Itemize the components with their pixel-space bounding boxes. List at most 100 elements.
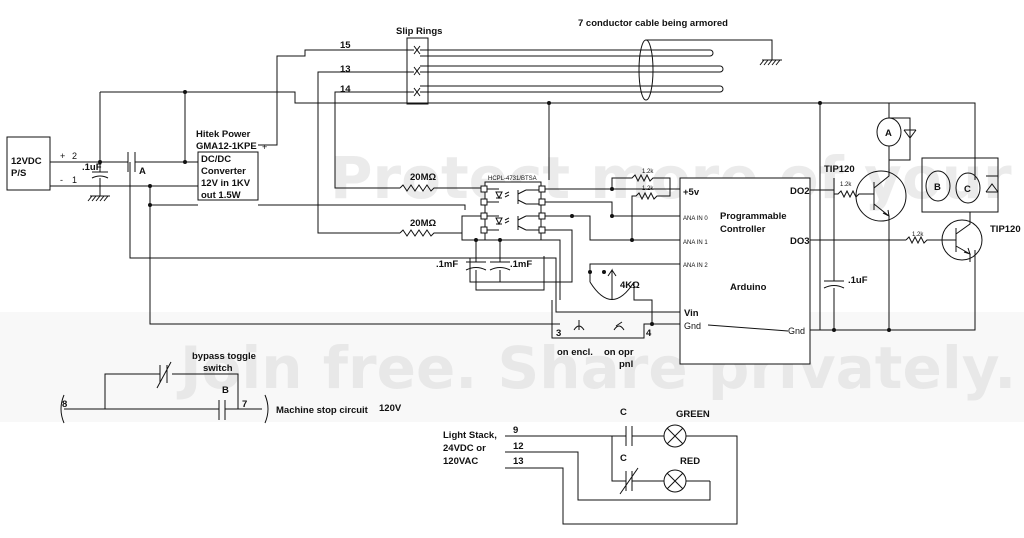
r12k-do2-label: 1.2k [840, 182, 852, 188]
slip-ring-contact-2 [413, 66, 421, 76]
filter-caps: .1mF .1mF [436, 238, 545, 291]
ring-wire-ends [709, 49, 724, 93]
resistor-20m-top: 20MΩ [399, 172, 485, 192]
bypass-label-1: bypass toggle [192, 351, 256, 362]
relay-a-diode [903, 129, 917, 139]
opto-pins [480, 185, 546, 234]
cap1-label: .1mF [436, 259, 458, 270]
switch-pin-3: 3 [556, 328, 561, 339]
opto-transistor-2 [517, 215, 527, 231]
r12k-do2-zigzag [834, 189, 866, 199]
ps-cap-label: .1uF [82, 162, 102, 173]
opto-pin-5 [538, 226, 546, 234]
ring-wire-3 [420, 85, 720, 93]
ps-minus-sign: - [60, 175, 63, 185]
cable-label: 7 conductor cable being armored [578, 18, 728, 29]
opto-pin6-wire [545, 215, 680, 241]
r20m-top-zigzag [399, 184, 485, 192]
light-wire-12 [505, 451, 711, 501]
contact-c1-label: C [620, 407, 627, 418]
bypass-label-2: switch [203, 363, 233, 374]
opto-pin-8 [538, 185, 546, 193]
light-stack-label-1: Light Stack, [443, 430, 497, 441]
junction-gnd-1 [148, 184, 152, 188]
wire-15 [258, 49, 414, 146]
relay-b-label: B [934, 182, 941, 193]
r12k-a-label: 1.2k [642, 169, 654, 175]
relay-c-coil [955, 172, 981, 204]
hitek-label-6: out 1.5W [201, 190, 241, 201]
cap-ard-symbol [823, 178, 845, 330]
bypass-switch-symbol [156, 361, 172, 389]
machine-stop-voltage: 120V [379, 403, 402, 414]
r12k-do3-zigzag [905, 235, 944, 245]
tip120-top-leads [866, 160, 890, 330]
junction-opto-supply [547, 101, 551, 105]
opto-led-2 [495, 217, 510, 226]
opto-body [484, 181, 542, 241]
pullup-resistors: 1.2k 1.2k [611, 169, 671, 240]
opto-transistor-1 [517, 189, 527, 205]
watermark-join-text: Join free. Share privately. [176, 334, 1016, 402]
light-stack-label-2: 24VDC or [443, 443, 486, 454]
hitek-box [197, 151, 259, 201]
relay-c-label: C [964, 184, 971, 195]
ground-bus-lower [149, 186, 560, 325]
junction-pot-right [602, 270, 606, 274]
relay-bc-box [921, 157, 999, 213]
switch-on-encl: on encl. [557, 347, 593, 358]
cap2-label: .1mF [510, 259, 532, 270]
opto-pin-7 [538, 198, 546, 206]
wire-14 [334, 91, 414, 189]
ground-bus [129, 162, 680, 325]
red-lamp-icon [663, 469, 687, 493]
slip-ring-contact-1 [413, 45, 421, 55]
opto-pin-6 [538, 212, 546, 220]
opto-pin-1 [480, 185, 488, 193]
machine-stop-circuit: bypass toggle switch B 8 7 Machine stop … [60, 351, 402, 424]
optocoupler: HCPL-4731/BTSA [480, 176, 546, 241]
arduino-box [679, 177, 811, 365]
cap2-symbol [489, 240, 511, 282]
contact-a-label: A [139, 166, 146, 177]
light-pin-12: 12 [513, 441, 524, 452]
pot-label: 4KΩ [620, 280, 640, 291]
armored-cable: 7 conductor cable being armored [578, 18, 782, 101]
contact-b-label: B [222, 385, 229, 396]
power-supply-label-line1: 12VDC [11, 156, 42, 167]
output-stage: .1uF 1.2k TIP120 A 1.2k TIP120 B C [810, 117, 1021, 332]
opto-label: HCPL-4731/BTSA [488, 176, 537, 182]
junction-cap2 [498, 238, 502, 242]
pin-7: 7 [242, 399, 247, 410]
tip120-right-label: TIP120 [990, 224, 1021, 235]
arduino-prog: Programmable [720, 211, 787, 222]
switch-on-opr-2: pnl [619, 359, 633, 370]
resistor-20m-bottom: 20MΩ [399, 215, 485, 237]
arduino-5v: +5v [683, 187, 700, 198]
watermark-photobucket-text: Protect more of your memories for less! [330, 144, 1024, 212]
r20m-top-label: 20MΩ [410, 172, 436, 183]
opto-led-1 [495, 191, 510, 200]
arduino: +5v ANA IN 0 ANA IN 1 ANA IN 2 Programma… [679, 177, 811, 365]
power-supply: 12VDC P/S + 2 - 1 .1uF [6, 136, 198, 202]
contact-c2-label: C [620, 453, 627, 464]
mode-switch-wire [551, 300, 680, 339]
light-pin-9: 9 [513, 425, 518, 436]
wire-13 [317, 71, 414, 234]
junction-cap1 [474, 238, 478, 242]
arduino-ctrl: Controller [720, 224, 766, 235]
slip-ring-contacts [413, 45, 421, 97]
light-stack: Light Stack, 24VDC or 120VAC 9 12 13 C C… [443, 407, 738, 525]
ps-pin-2: 2 [72, 151, 77, 161]
ps-capacitor [91, 162, 109, 186]
tip120-right-body [941, 219, 983, 261]
arduino-ana0: ANA IN 0 [683, 216, 708, 222]
junction-opto-out-1 [570, 214, 574, 218]
ps-plus-sign: + [60, 151, 65, 161]
opto-pin-2 [480, 198, 488, 206]
cap1-symbol [465, 240, 545, 291]
hitek-label-4: Converter [201, 166, 246, 177]
ps-pin-1: 1 [72, 175, 77, 185]
hitek-converter: Hitek Power GMA12-1KPE DC/DC Converter 1… [196, 129, 267, 201]
hitek-plus: + [262, 142, 267, 152]
